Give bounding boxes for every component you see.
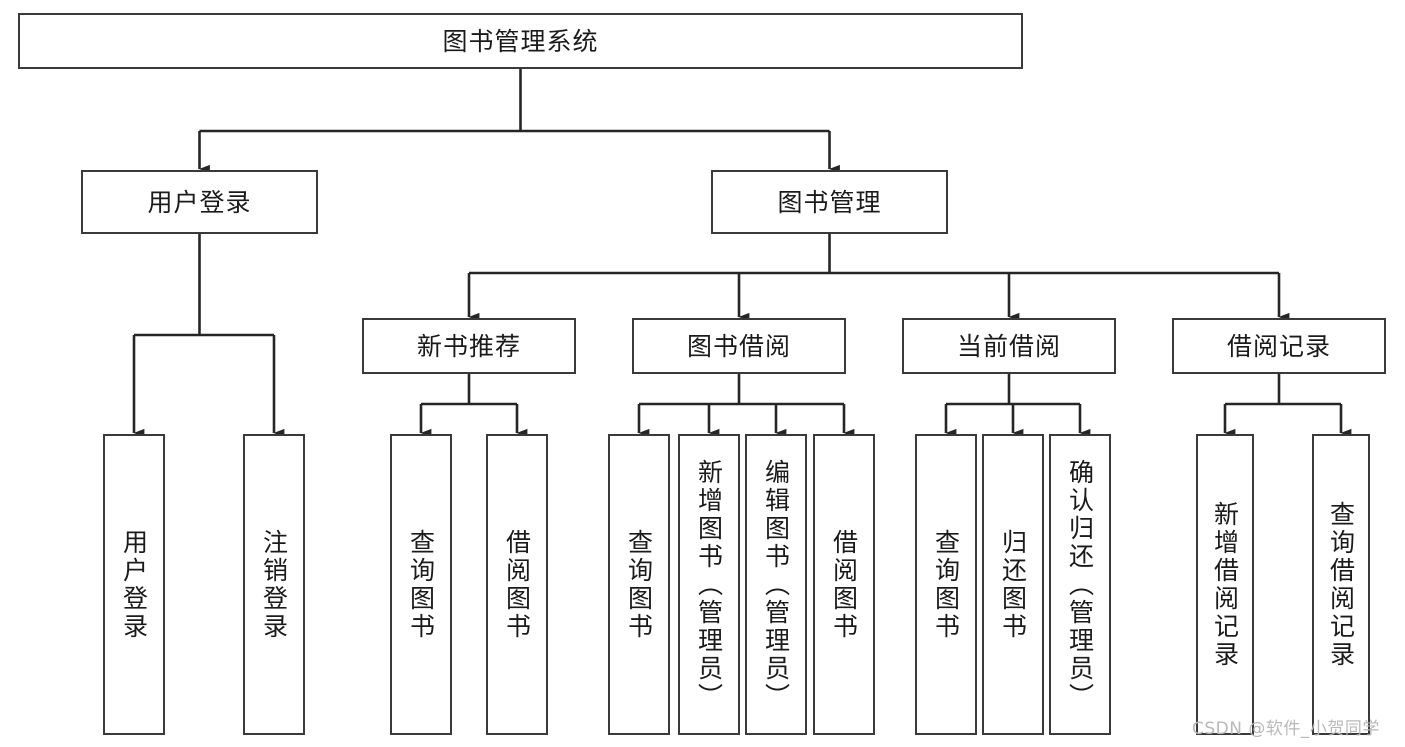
node-label-leaf-confirm: 确认归还（管理员）	[1065, 458, 1095, 711]
node-label-leaf-query-1: 查询图书	[406, 528, 436, 641]
node-label-leaf-borrow-1: 借阅图书	[502, 528, 532, 641]
node-label-current-borrow: 当前借阅	[956, 331, 1061, 361]
node-label-book-borrow: 图书借阅	[686, 331, 791, 361]
node-leaf-logout[interactable]: 注销登录	[243, 434, 305, 735]
node-leaf-query-3[interactable]: 查询图书	[915, 434, 977, 735]
node-user-login[interactable]: 用户登录	[81, 170, 318, 234]
connector-lines	[132, 69, 1352, 438]
node-label-leaf-query-rec: 查询借阅记录	[1326, 500, 1356, 669]
node-label-leaf-edit-book: 编辑图书（管理员）	[761, 458, 791, 711]
node-label-leaf-borrow-2: 借阅图书	[829, 528, 859, 641]
node-label-leaf-add-book: 新增图书（管理员）	[694, 458, 724, 711]
node-leaf-edit-book[interactable]: 编辑图书（管理员）	[745, 434, 807, 735]
node-book-borrow[interactable]: 图书借阅	[632, 318, 846, 374]
node-leaf-borrow-1[interactable]: 借阅图书	[486, 434, 548, 735]
node-label-book-manage: 图书管理	[777, 187, 882, 217]
node-label-root: 图书管理系统	[442, 26, 599, 56]
node-label-leaf-add-rec: 新增借阅记录	[1210, 500, 1240, 669]
node-leaf-borrow-2[interactable]: 借阅图书	[813, 434, 875, 735]
node-label-borrow-record: 借阅记录	[1226, 331, 1331, 361]
node-label-leaf-query-2: 查询图书	[624, 528, 654, 641]
node-leaf-add-rec[interactable]: 新增借阅记录	[1196, 434, 1254, 735]
node-leaf-query-1[interactable]: 查询图书	[390, 434, 452, 735]
node-leaf-add-book[interactable]: 新增图书（管理员）	[678, 434, 740, 735]
node-label-user-login: 用户登录	[147, 187, 252, 217]
node-label-leaf-return: 归还图书	[998, 528, 1028, 641]
node-leaf-return[interactable]: 归还图书	[982, 434, 1044, 735]
node-new-book-rec[interactable]: 新书推荐	[362, 318, 576, 374]
watermark: CSDN @软件_小贺同学	[1192, 719, 1380, 739]
node-leaf-query-2[interactable]: 查询图书	[608, 434, 670, 735]
node-leaf-confirm[interactable]: 确认归还（管理员）	[1049, 434, 1111, 735]
node-label-leaf-query-3: 查询图书	[931, 528, 961, 641]
node-leaf-query-rec[interactable]: 查询借阅记录	[1312, 434, 1370, 735]
node-borrow-record[interactable]: 借阅记录	[1172, 318, 1386, 374]
node-root[interactable]: 图书管理系统	[18, 13, 1023, 69]
node-book-manage[interactable]: 图书管理	[711, 170, 948, 234]
node-label-leaf-user-login: 用户登录	[119, 528, 149, 641]
node-label-leaf-logout: 注销登录	[259, 528, 289, 641]
node-current-borrow[interactable]: 当前借阅	[902, 318, 1116, 374]
node-label-new-book-rec: 新书推荐	[416, 331, 521, 361]
node-leaf-user-login[interactable]: 用户登录	[103, 434, 165, 735]
